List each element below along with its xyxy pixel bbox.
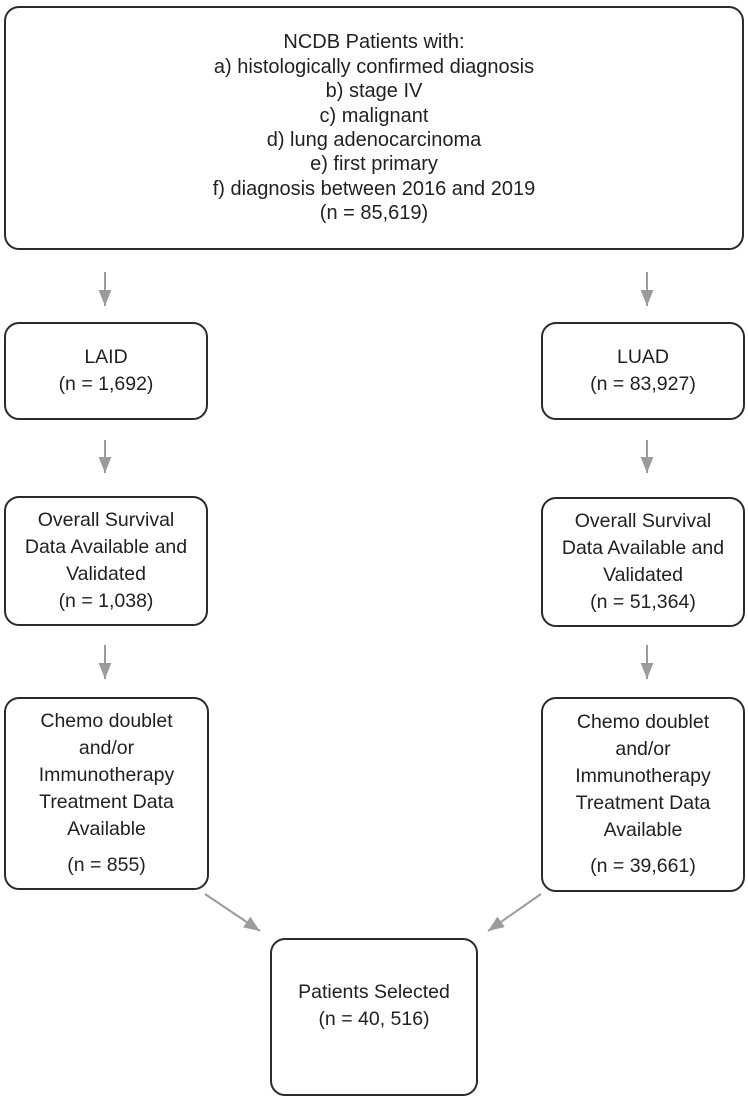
- box-line: and/or: [615, 738, 671, 760]
- box-line: Treatment Data: [39, 791, 174, 813]
- box-line: Treatment Data: [575, 792, 711, 814]
- box-line: Overall Survival: [37, 509, 175, 531]
- box-line: d) lung adenocarcinoma: [266, 129, 482, 151]
- box-line: f) diagnosis between 2016 and 2019: [212, 177, 536, 200]
- box-line: Available: [603, 819, 683, 841]
- box-line: (n = 85,619): [319, 202, 429, 225]
- box-line: (n = 51,364): [590, 591, 696, 613]
- box-line: (n = 1,038): [58, 590, 154, 612]
- box-line: (n = 40, 516): [318, 1008, 430, 1030]
- patients-selected-box: Patients Selected (n = 40, 516): [270, 938, 478, 1096]
- chemo-immunotherapy-luad-box: Chemo doublet and/or Immunotherapy Treat…: [541, 697, 745, 892]
- box-line: c) malignant: [319, 104, 429, 127]
- box-line: Chemo doublet: [576, 711, 710, 733]
- box-line: NCDB Patients with:: [283, 31, 465, 54]
- box-line: Chemo doublet: [40, 710, 173, 732]
- box-line: a) histologically confirmed diagnosis: [213, 55, 535, 78]
- top-criteria-box: NCDB Patients with: a) histologically co…: [4, 6, 744, 250]
- box-line: Validated: [603, 564, 683, 586]
- box-line: Data Available and: [561, 537, 725, 559]
- chemo-immunotherapy-laid-box: Chemo doublet and/or Immunotherapy Treat…: [4, 697, 209, 890]
- box-line: and/or: [78, 737, 135, 759]
- box-line: Patients Selected: [298, 981, 450, 1003]
- box-line: e) first primary: [310, 153, 438, 176]
- box-line: Available: [67, 818, 146, 840]
- box-n-line: (n = 39,661): [590, 855, 696, 877]
- box-line: (n = 83,927): [590, 373, 696, 395]
- overall-survival-laid-box: Overall Survival Data Available and Vali…: [4, 496, 208, 626]
- arrow-chemo-right-to-selected: [487, 893, 542, 932]
- luad-box: LUAD (n = 83,927): [541, 322, 745, 420]
- overall-survival-luad-box: Overall Survival Data Available and Vali…: [541, 497, 745, 627]
- box-line: Data Available and: [24, 536, 188, 558]
- box-n-line: (n = 855): [67, 854, 146, 876]
- box-line: Overall Survival: [574, 510, 712, 532]
- box-line: LUAD: [616, 346, 670, 368]
- box-line: Validated: [66, 563, 146, 585]
- box-line: LAID: [84, 346, 128, 368]
- arrow-chemo-left-to-selected: [204, 893, 261, 932]
- box-line: Immunotherapy: [575, 765, 711, 787]
- box-line: b) stage IV: [325, 80, 423, 103]
- box-line: (n = 1,692): [58, 373, 154, 395]
- laid-box: LAID (n = 1,692): [4, 322, 208, 420]
- box-line: Immunotherapy: [38, 764, 175, 786]
